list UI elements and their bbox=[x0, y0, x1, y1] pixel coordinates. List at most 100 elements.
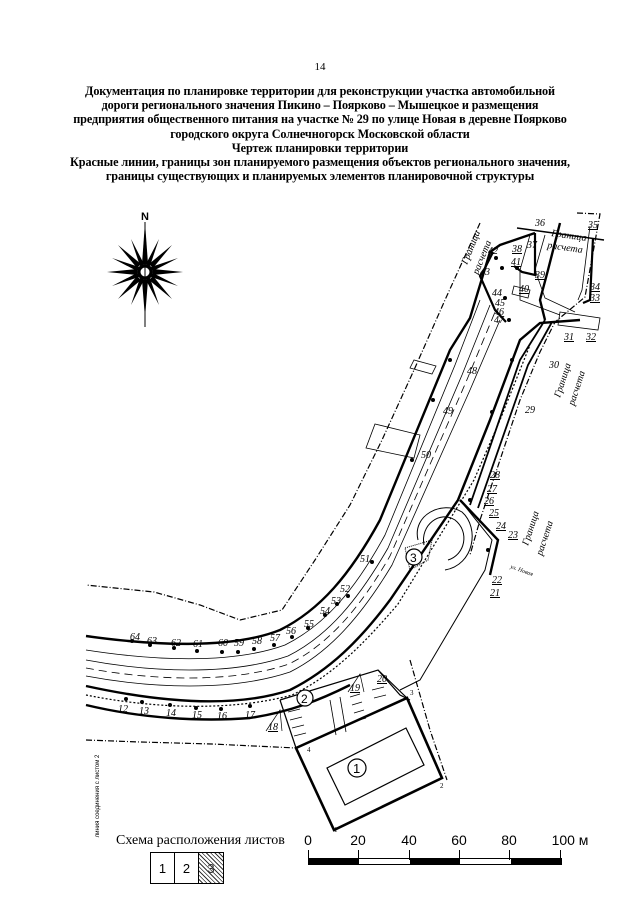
svg-text:15: 15 bbox=[192, 710, 202, 721]
svg-text:30: 30 bbox=[548, 360, 559, 371]
svg-text:3: 3 bbox=[410, 689, 414, 697]
sheet-3-current: 3 bbox=[199, 853, 223, 883]
svg-text:47: 47 bbox=[494, 315, 505, 326]
title-line: Красные линии, границы зон планируемого … bbox=[70, 155, 570, 170]
svg-text:51: 51 bbox=[360, 554, 370, 565]
zone-2-marker: 2 bbox=[296, 689, 314, 707]
sheet-scheme-label: Схема расположения листов bbox=[116, 833, 285, 848]
svg-text:50: 50 bbox=[421, 450, 431, 461]
svg-text:34: 34 bbox=[589, 282, 600, 293]
svg-text:14: 14 bbox=[166, 708, 176, 719]
svg-text:58: 58 bbox=[252, 636, 262, 647]
svg-text:31: 31 bbox=[563, 332, 574, 343]
title-line: Документация по планировке территории дл… bbox=[85, 84, 555, 98]
svg-text:41: 41 bbox=[511, 257, 521, 268]
svg-text:42: 42 bbox=[488, 246, 498, 257]
svg-text:1: 1 bbox=[334, 826, 338, 834]
svg-text:25: 25 bbox=[489, 508, 499, 519]
title-line: границы существующих и планируемых элеме… bbox=[105, 169, 535, 184]
svg-text:1: 1 bbox=[353, 761, 360, 776]
svg-text:3: 3 bbox=[410, 551, 417, 565]
page-number: 14 bbox=[314, 61, 326, 73]
svg-text:63: 63 bbox=[147, 636, 157, 647]
svg-text:16: 16 bbox=[217, 711, 227, 722]
scale-bar-segments bbox=[308, 858, 562, 865]
svg-text:23: 23 bbox=[508, 530, 518, 541]
scale-tick bbox=[509, 850, 510, 860]
scale-bar: 0 20 40 60 80 100 м bbox=[302, 832, 602, 872]
svg-text:2: 2 bbox=[301, 692, 308, 706]
svg-text:54: 54 bbox=[320, 606, 330, 617]
svg-text:39: 39 bbox=[534, 270, 545, 281]
scale-tick-label: 100 м bbox=[551, 832, 589, 848]
north-label: N bbox=[141, 211, 149, 223]
scale-tick-label: 0 bbox=[304, 832, 312, 848]
svg-text:22: 22 bbox=[492, 575, 502, 586]
svg-text:62: 62 bbox=[171, 638, 181, 649]
scale-tick bbox=[560, 850, 561, 860]
svg-text:33: 33 bbox=[589, 293, 600, 304]
svg-text:2: 2 bbox=[440, 782, 444, 790]
svg-text:Граница: Граница bbox=[550, 228, 588, 244]
svg-text:38: 38 bbox=[511, 244, 522, 255]
svg-text:20: 20 bbox=[377, 674, 387, 685]
svg-text:45: 45 bbox=[495, 298, 505, 309]
svg-text:12: 12 bbox=[118, 704, 128, 715]
sheet-2: 2 bbox=[175, 853, 199, 883]
svg-text:44: 44 bbox=[492, 288, 502, 299]
svg-text:13: 13 bbox=[139, 706, 149, 717]
scale-tick bbox=[459, 850, 460, 860]
svg-text:21: 21 bbox=[490, 588, 500, 599]
svg-text:27: 27 bbox=[487, 484, 498, 495]
scale-tick bbox=[358, 850, 359, 860]
svg-text:48: 48 bbox=[467, 366, 477, 377]
svg-text:26: 26 bbox=[484, 496, 494, 507]
title-line: предприятия общественного питания на уча… bbox=[73, 112, 567, 127]
svg-text:57: 57 bbox=[270, 633, 281, 644]
svg-text:64: 64 bbox=[130, 632, 140, 643]
zone-1-marker: 1 bbox=[347, 758, 367, 778]
svg-text:19: 19 bbox=[350, 683, 360, 694]
svg-text:43: 43 bbox=[480, 267, 490, 278]
svg-text:52: 52 bbox=[340, 584, 350, 595]
svg-text:28: 28 bbox=[490, 470, 500, 481]
svg-text:32: 32 bbox=[585, 332, 596, 343]
scale-tick-label: 80 bbox=[501, 832, 517, 848]
street-label: ул. Новая bbox=[508, 564, 534, 578]
svg-text:17: 17 bbox=[245, 710, 256, 721]
svg-text:4: 4 bbox=[307, 746, 311, 754]
zone-3-marker: 3 bbox=[404, 539, 433, 571]
connection-line-note: линия соединения с листом 2 bbox=[95, 754, 101, 838]
drawing-title: Чертеж планировки территории bbox=[231, 140, 409, 155]
svg-text:24: 24 bbox=[496, 521, 506, 532]
svg-text:60: 60 bbox=[218, 638, 228, 649]
svg-text:61: 61 bbox=[193, 639, 203, 650]
svg-text:37: 37 bbox=[526, 240, 538, 251]
svg-text:40: 40 bbox=[519, 284, 529, 295]
svg-text:18: 18 bbox=[268, 722, 278, 733]
svg-text:36: 36 bbox=[534, 218, 545, 229]
sheet-layout-scheme: 1 2 3 bbox=[150, 852, 224, 884]
sheet-1: 1 bbox=[151, 853, 175, 883]
svg-text:35: 35 bbox=[587, 220, 598, 231]
scale-tick-label: 20 bbox=[350, 832, 366, 848]
svg-text:53: 53 bbox=[331, 596, 341, 607]
scale-tick bbox=[409, 850, 410, 860]
scale-tick bbox=[308, 850, 309, 860]
title-line: городского округа Солнечногорск Московск… bbox=[170, 126, 470, 141]
svg-text:29: 29 bbox=[525, 405, 535, 416]
svg-text:56: 56 bbox=[286, 626, 296, 637]
svg-text:46: 46 bbox=[494, 307, 504, 318]
compass-rose-icon: N bbox=[107, 211, 183, 327]
title-line: дороги регионального значения Пикино – П… bbox=[101, 98, 539, 113]
svg-text:59: 59 bbox=[234, 638, 244, 649]
document-title: Документация по планировке территории дл… bbox=[40, 84, 600, 183]
scale-tick-label: 40 bbox=[401, 832, 417, 848]
svg-text:49: 49 bbox=[443, 406, 453, 417]
scale-tick-label: 60 bbox=[451, 832, 467, 848]
boundary-label-lower-right: Граница расчета bbox=[520, 510, 556, 558]
svg-text:расчета: расчета bbox=[546, 240, 584, 256]
boundary-label-top-right: Граница расчета bbox=[546, 228, 588, 256]
svg-text:55: 55 bbox=[304, 619, 314, 630]
